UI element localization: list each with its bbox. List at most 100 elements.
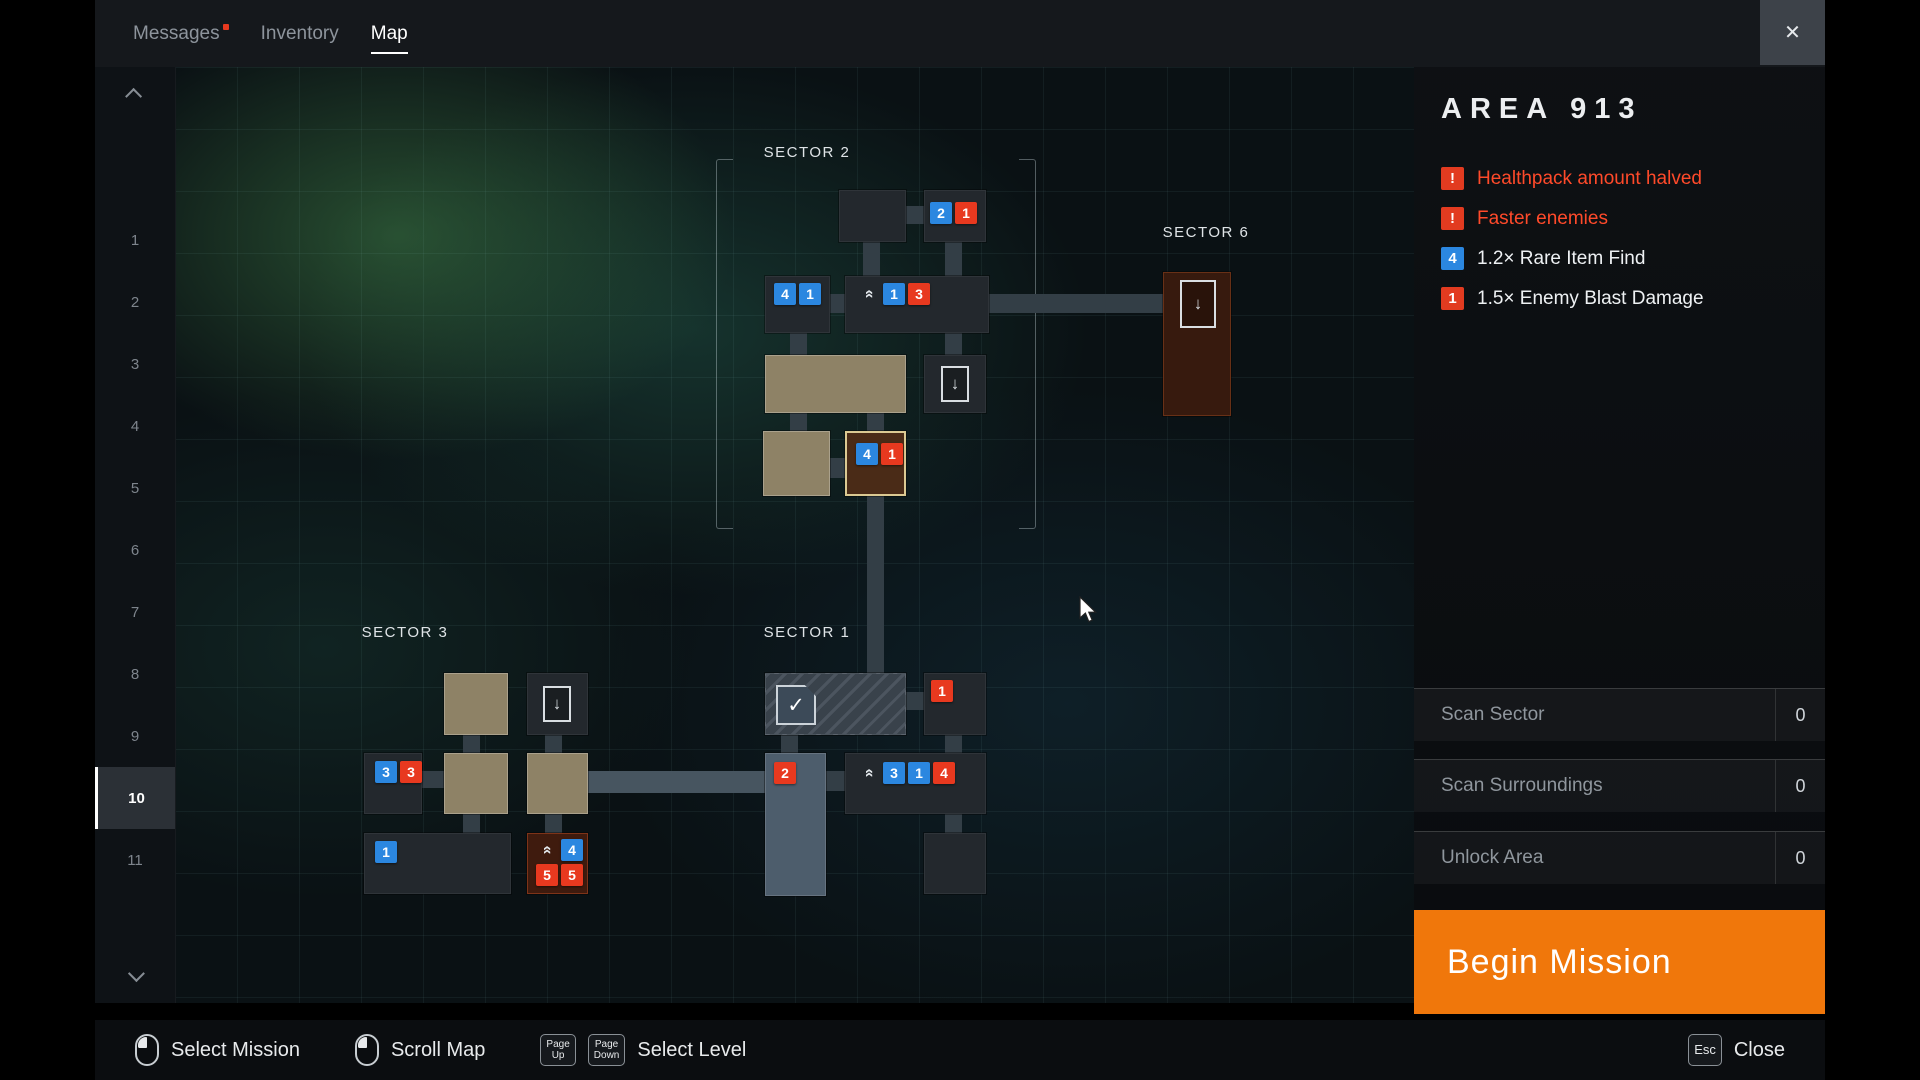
- level-item-6[interactable]: 6: [130, 541, 140, 559]
- modifier-list: ! Healthpack amount halved ! Faster enem…: [1441, 167, 1704, 310]
- area-panel: AREA 913 ! Healthpack amount halved ! Fa…: [1414, 67, 1825, 1003]
- corridor: [545, 735, 562, 753]
- corridor-sector3-to-sector1: [588, 771, 765, 793]
- room-badge: 1: [931, 680, 953, 702]
- level-item-7[interactable]: 7: [130, 603, 140, 621]
- fast-chevrons-icon: «: [539, 845, 556, 855]
- room-badge: 5: [536, 864, 558, 886]
- mouse-left-click-icon: [135, 1034, 159, 1066]
- room-s1-t[interactable]: [924, 833, 986, 894]
- hint-close: Esc Close: [1688, 1034, 1785, 1066]
- scan-surroundings-count: 0: [1775, 760, 1825, 812]
- room-badge: 1: [375, 841, 397, 863]
- room-badge: 3: [908, 283, 930, 305]
- close-button[interactable]: ✕: [1760, 0, 1825, 65]
- level-item-5[interactable]: 5: [130, 479, 140, 497]
- exit-icon: ↓: [543, 686, 571, 722]
- hint-close-label: Close: [1733, 1038, 1785, 1061]
- mouse-scroll-icon: [354, 1034, 379, 1066]
- room-badge: 4: [774, 283, 796, 305]
- hint-scroll-map-label: Scroll Map: [390, 1038, 486, 1061]
- area-title: AREA 913: [1441, 93, 1643, 125]
- sector-label-2: SECTOR 2: [763, 144, 851, 161]
- level-item-1[interactable]: 1: [130, 231, 140, 249]
- corridor: [545, 814, 562, 833]
- chevron-up-icon: [125, 87, 143, 105]
- tab-messages[interactable]: Messages: [133, 0, 229, 67]
- room-badge: 5: [561, 864, 583, 886]
- level-selector: 1 2 3 4 5 6 7 8 9 10 11: [95, 67, 176, 1003]
- modifier-row: ! Healthpack amount halved: [1441, 167, 1704, 190]
- level-scroll-up[interactable]: [95, 75, 175, 115]
- unlock-area-button[interactable]: Unlock Area 0: [1414, 831, 1825, 884]
- fast-chevrons-icon: «: [861, 289, 878, 299]
- corridor: [463, 814, 480, 833]
- begin-mission-button[interactable]: Begin Mission: [1414, 910, 1825, 1014]
- mission-complete-icon: ✓: [776, 685, 816, 725]
- corridor: [945, 814, 962, 833]
- room-badge: 3: [400, 761, 422, 783]
- hint-select-level-label: Select Level: [637, 1038, 747, 1061]
- level-scroll-down[interactable]: [95, 955, 175, 995]
- unlock-area-count: 0: [1775, 832, 1825, 884]
- scan-surroundings-button[interactable]: Scan Surroundings 0: [1414, 759, 1825, 812]
- sector2-bracket-left: [716, 159, 733, 529]
- room-s3-i[interactable]: [527, 673, 588, 735]
- room-badge: 1: [955, 202, 977, 224]
- corridor: [830, 294, 845, 313]
- room-badges: 5 5: [536, 864, 583, 886]
- tab-inventory-label: Inventory: [260, 22, 339, 44]
- corridor: [781, 735, 798, 753]
- tab-inventory[interactable]: Inventory: [261, 0, 339, 67]
- sector2-bracket-right: [1019, 159, 1036, 529]
- corridor: [945, 735, 962, 753]
- room-badge: 4: [933, 762, 955, 784]
- hint-scroll-map: Scroll Map: [354, 1034, 486, 1066]
- corridor: [906, 206, 924, 224]
- level-item-10-selected[interactable]: 10: [95, 767, 175, 829]
- room-badge: 3: [375, 761, 397, 783]
- room-badge: 1: [799, 283, 821, 305]
- corridor-to-sector6: [989, 294, 1163, 313]
- notification-dot: [222, 23, 229, 30]
- level-item-9[interactable]: 9: [130, 727, 140, 745]
- level-item-3[interactable]: 3: [130, 355, 140, 373]
- level-item-4[interactable]: 4: [130, 417, 140, 435]
- room-badges: 1: [375, 841, 397, 863]
- corridor: [826, 771, 845, 791]
- tab-map-label: Map: [370, 22, 408, 44]
- scan-sector-count: 0: [1775, 689, 1825, 741]
- corridor: [863, 242, 880, 276]
- room-s2-e[interactable]: [924, 355, 986, 413]
- corridor: [463, 735, 480, 753]
- room-s2-a[interactable]: [839, 190, 906, 242]
- corridor: [945, 242, 962, 276]
- room-badges: 4 1: [856, 443, 903, 465]
- corridor: [867, 413, 884, 431]
- room-badge: 1: [883, 283, 905, 305]
- corridor-sector2-to-sector1: [867, 496, 884, 673]
- level-item-2[interactable]: 2: [130, 293, 140, 311]
- corridor: [906, 692, 924, 710]
- room-s6[interactable]: [1163, 272, 1231, 416]
- room-s3-j[interactable]: [444, 753, 508, 814]
- blue-modifier-icon: 4: [1441, 247, 1464, 270]
- chevron-down-icon: [127, 965, 145, 983]
- tab-map[interactable]: Map: [370, 0, 408, 67]
- scan-surroundings-label: Scan Surroundings: [1441, 775, 1603, 796]
- modifier-label: Faster enemies: [1477, 207, 1608, 229]
- hint-select-mission: Select Mission: [135, 1034, 300, 1066]
- corridor: [945, 333, 962, 355]
- corridor: [422, 771, 444, 788]
- level-item-11[interactable]: 11: [127, 851, 143, 869]
- room-s3-k[interactable]: [527, 753, 588, 814]
- room-s2-f[interactable]: [763, 431, 830, 496]
- room-s3-h[interactable]: [444, 673, 508, 735]
- modifier-label: Healthpack amount halved: [1477, 167, 1702, 189]
- scan-sector-button[interactable]: Scan Sector 0: [1414, 688, 1825, 741]
- level-item-8[interactable]: 8: [130, 665, 140, 683]
- hint-select-mission-label: Select Mission: [171, 1038, 300, 1061]
- room-s2-d[interactable]: [765, 355, 906, 413]
- room-badges: 2 1: [930, 202, 977, 224]
